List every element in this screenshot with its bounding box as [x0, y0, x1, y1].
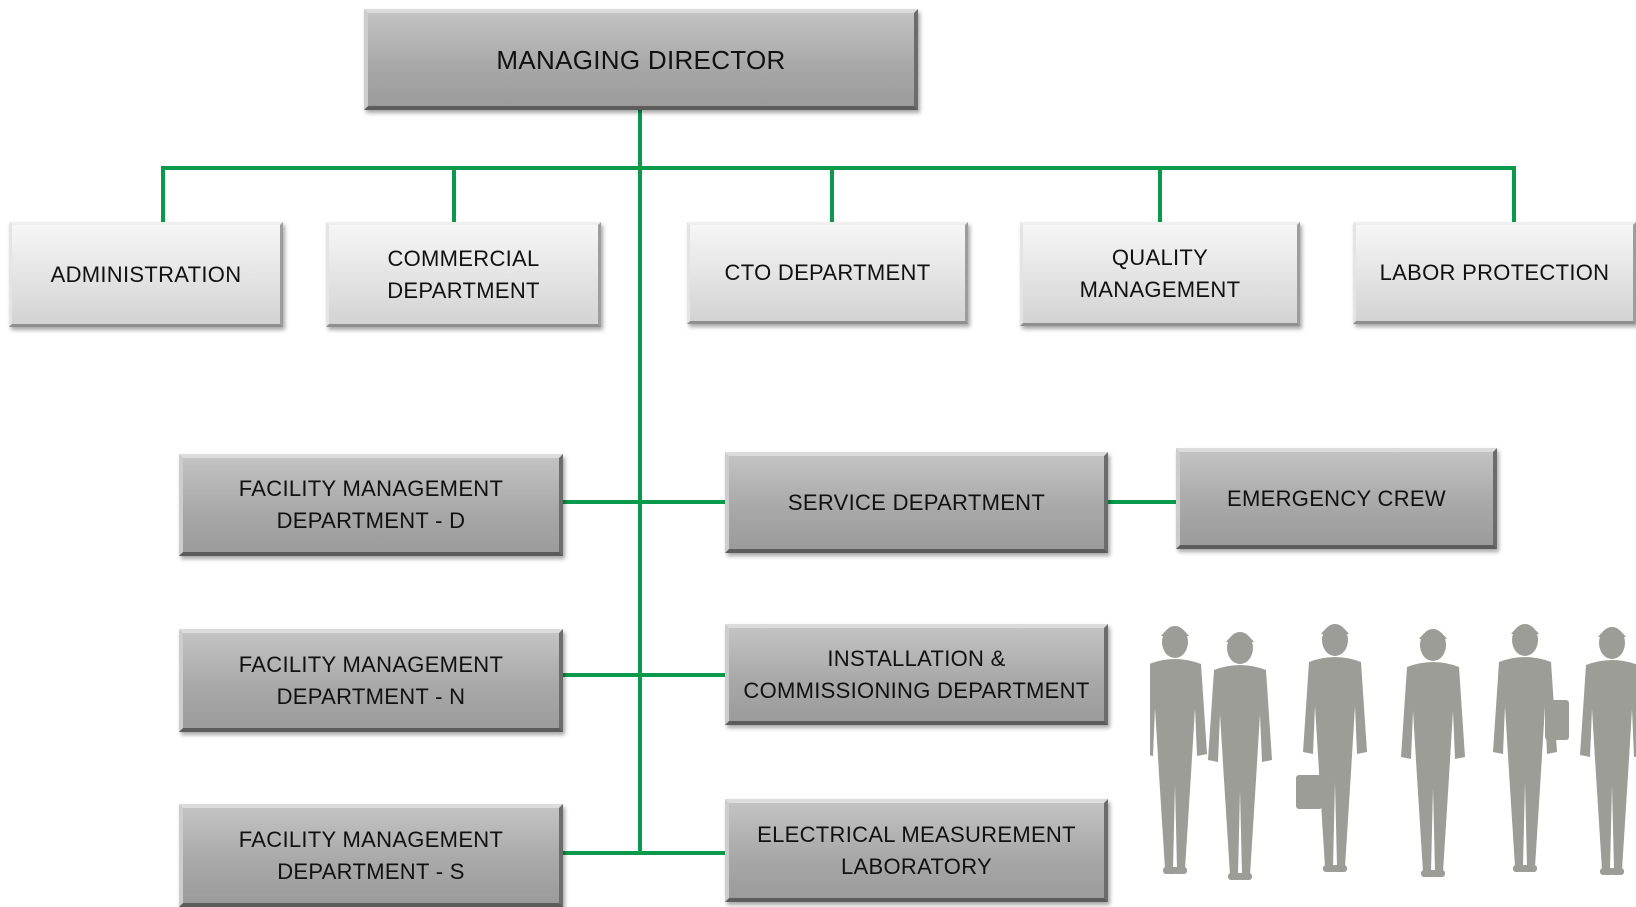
facility-management-s-box: FACILITY MANAGEMENT DEPARTMENT - S — [179, 804, 563, 907]
labor-protection-label: LABOR PROTECTION — [1379, 260, 1610, 285]
installation-commissioning-label: INSTALLATION & COMMISSIONING DEPARTMENT — [743, 645, 1090, 703]
managing-director-box: MANAGING DIRECTOR — [364, 9, 918, 110]
commercial-department-box: COMMERCIAL DEPARTMENT — [326, 222, 601, 327]
emergency-crew-box: EMERGENCY CREW — [1176, 448, 1497, 549]
electrical-measurement-label: ELECTRICAL MEASUREMENT LABORATORY — [757, 821, 1076, 879]
facility-management-n-box: FACILITY MANAGEMENT DEPARTMENT - N — [179, 629, 563, 732]
quality-management-label: QUALITY MANAGEMENT — [1079, 245, 1241, 302]
quality-management-box: QUALITY MANAGEMENT — [1020, 222, 1300, 326]
cto-department-box: CTO DEPARTMENT — [687, 222, 968, 324]
facility-management-d-box: FACILITY MANAGEMENT DEPARTMENT - D — [179, 454, 563, 556]
administration-box: ADMINISTRATION — [9, 222, 283, 327]
facility-management-n-label: FACILITY MANAGEMENT DEPARTMENT - N — [238, 651, 504, 709]
workers-silhouette-icon — [1150, 624, 1636, 880]
facility-management-s-label: FACILITY MANAGEMENT DEPARTMENT - S — [238, 826, 504, 884]
electrical-measurement-box: ELECTRICAL MEASUREMENT LABORATORY — [725, 799, 1108, 902]
labor-protection-box: LABOR PROTECTION — [1353, 222, 1636, 324]
facility-management-d-label: FACILITY MANAGEMENT DEPARTMENT - D — [238, 476, 504, 533]
managing-director-label: MANAGING DIRECTOR — [496, 44, 786, 75]
installation-commissioning-box: INSTALLATION & COMMISSIONING DEPARTMENT — [725, 624, 1108, 725]
cto-department-label: CTO DEPARTMENT — [724, 260, 931, 285]
commercial-department-label: COMMERCIAL DEPARTMENT — [387, 245, 540, 303]
administration-label: ADMINISTRATION — [50, 261, 242, 287]
service-department-label: SERVICE DEPARTMENT — [787, 489, 1046, 515]
emergency-crew-label: EMERGENCY CREW — [1227, 485, 1446, 511]
service-department-box: SERVICE DEPARTMENT — [725, 452, 1108, 553]
